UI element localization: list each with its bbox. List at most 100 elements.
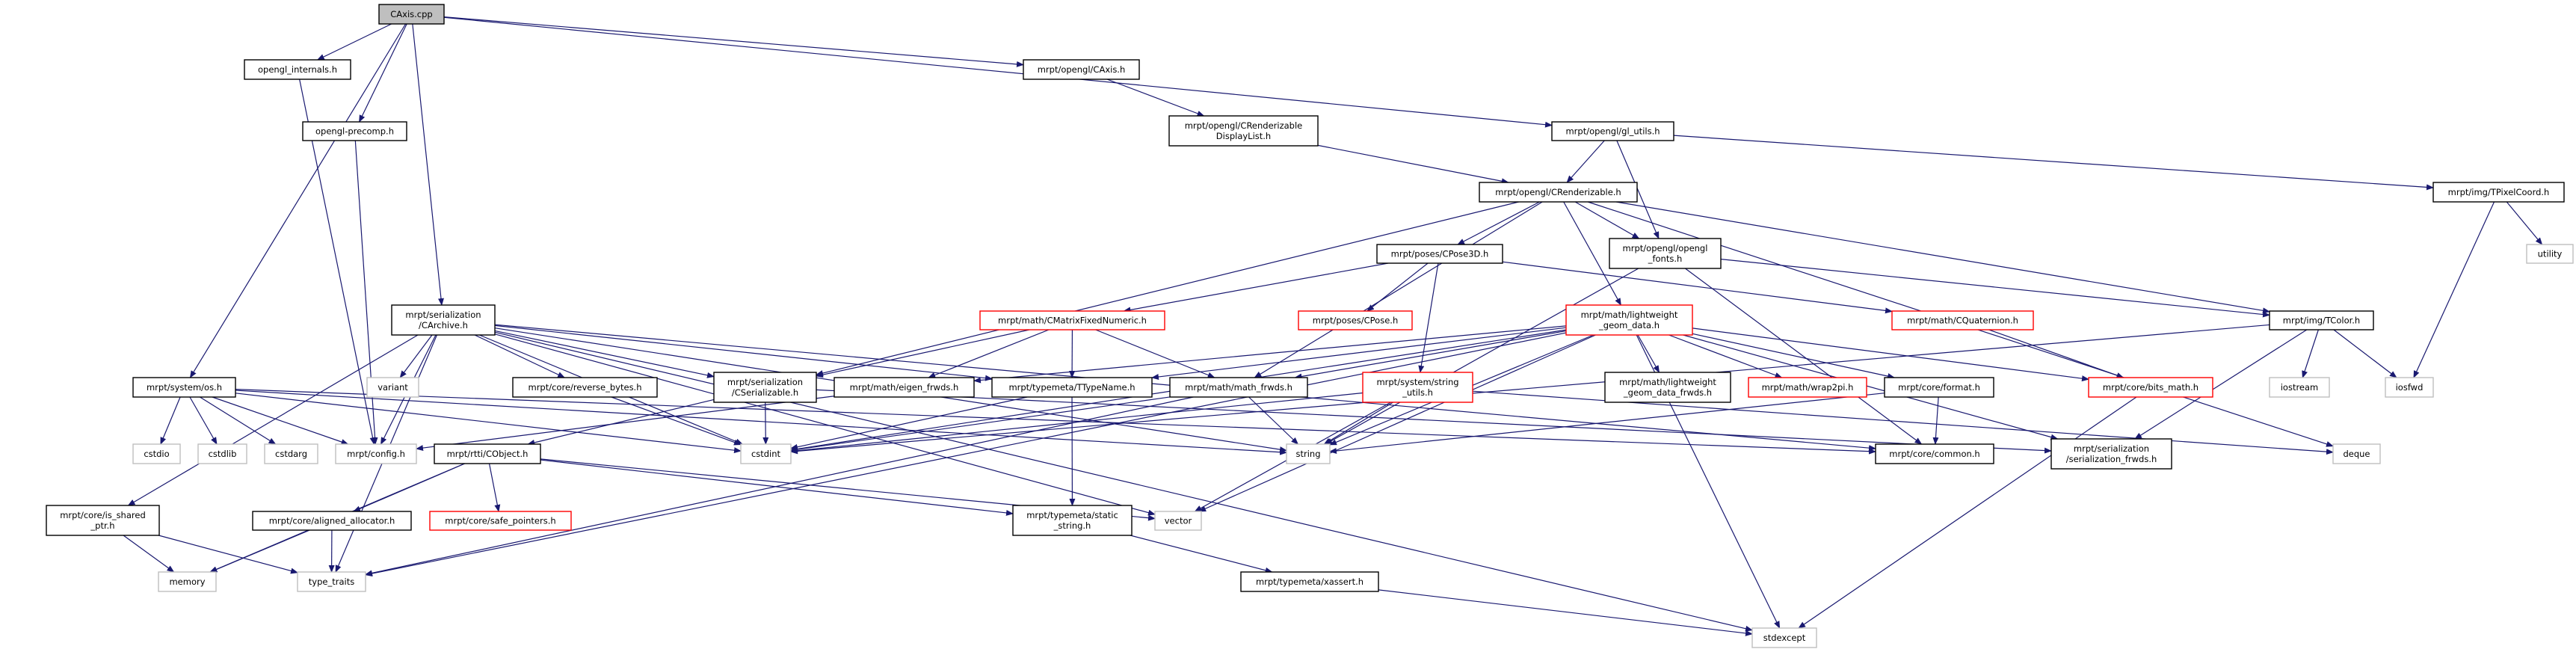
edge-lwgeom-to-eigen_frwds (973, 325, 1567, 384)
node-math_frwds[interactable]: mrpt/math/math_frwds.h (1169, 377, 1308, 398)
edge-format-to-common (1932, 396, 1939, 445)
node-box (1362, 372, 1473, 403)
node-box (1023, 59, 1140, 80)
node-box (2526, 244, 2574, 264)
node-box (2050, 438, 2172, 470)
node-tcolor[interactable]: mrpt/img/TColor.h (2269, 310, 2374, 330)
edge-bits_math-to-stdexcept (1798, 396, 2137, 629)
edge-system_os-to-string (235, 390, 1287, 455)
node-opengl_internals[interactable]: opengl_internals.h (244, 59, 351, 80)
edge-crenderizable-to-cserializable (816, 201, 1519, 376)
node-label: mrpt/typemeta/static (1026, 510, 1118, 520)
node-cpose3d[interactable]: mrpt/poses/CPose3D.h (1376, 244, 1503, 264)
edge-cmatrixfixed-to-math_frwds (1095, 329, 1215, 378)
node-cobject[interactable]: mrpt/rtti/CObject.h (434, 443, 541, 464)
node-static_string[interactable]: mrpt/typemeta/static_string.h (1012, 505, 1133, 536)
node-label: mrpt/core/safe_pointers.h (445, 516, 555, 526)
node-caxis_cpp[interactable]: CAxis.cpp (378, 4, 445, 25)
edge-tcolor-to-iosfwd (2333, 329, 2397, 378)
node-label: /CSerializable.h (732, 387, 798, 398)
edge-carchive-to-variant (399, 334, 433, 378)
edge-caxis_cpp-to-carchive (412, 23, 444, 306)
node-cpose[interactable]: mrpt/poses/CPose.h (1298, 310, 1413, 330)
node-bits_math[interactable]: mrpt/core/bits_math.h (2088, 377, 2213, 398)
edge-system_os-to-cstdio (160, 396, 181, 445)
node-label: CAxis.cpp (390, 9, 432, 19)
node-cserializable[interactable]: mrpt/serialization/CSerializable.h (713, 372, 817, 403)
node-reverse_bytes[interactable]: mrpt/core/reverse_bytes.h (512, 377, 658, 398)
node-label: mrpt/opengl/gl_utils.h (1565, 126, 1660, 137)
node-label: mrpt/opengl/opengl (1623, 243, 1708, 253)
node-box (1884, 377, 1994, 398)
node-box (1376, 244, 1503, 264)
node-label: mrpt/math/lightweight (1619, 377, 1716, 387)
node-label: mrpt/system/os.h (147, 382, 222, 393)
edge-carchive-to-is_shared_ptr (127, 334, 419, 506)
node-box (366, 377, 419, 398)
edge-caxis_cpp-to-gl_utils (443, 16, 1553, 128)
node-label: opengl-precomp.h (315, 126, 394, 137)
node-cstdint: cstdint (740, 443, 792, 464)
edge-cpose3d-to-string_utils (1418, 262, 1439, 373)
node-string_utils[interactable]: mrpt/system/string_utils.h (1362, 372, 1473, 403)
node-box (1240, 571, 1379, 592)
node-box (2269, 377, 2330, 398)
edge-carchive-to-vector (494, 333, 1156, 516)
edge-reverse_bytes-to-cstdint (611, 396, 742, 446)
node-is_shared_ptr[interactable]: mrpt/core/is_shared_ptr.h (46, 505, 160, 536)
node-iostream: iostream (2269, 377, 2330, 398)
node-lwgeom_frwds[interactable]: mrpt/math/lightweight_geom_data_frwds.h (1604, 372, 1731, 403)
node-eigen_frwds[interactable]: mrpt/math/eigen_frwds.h (833, 377, 975, 398)
edge-cpose3d-to-cmatrixfixed (1123, 262, 1389, 313)
node-caxis_h[interactable]: mrpt/opengl/CAxis.h (1023, 59, 1140, 80)
node-label: mrpt/core/bits_math.h (2103, 382, 2198, 393)
edge-lwgeom-to-wrap2pi (1668, 334, 1783, 378)
edge-is_shared_ptr-to-memory (123, 535, 175, 573)
node-box (1604, 372, 1731, 403)
node-box (1748, 377, 1867, 398)
node-ttypename[interactable]: mrpt/typemeta/TTypeName.h (991, 377, 1153, 398)
node-format[interactable]: mrpt/core/format.h (1884, 377, 1994, 398)
node-opengl_precomp[interactable]: opengl-precomp.h (302, 121, 407, 141)
edge-opengl_fonts-to-string (1325, 268, 1639, 445)
edge-cobject-to-aligned_alloc (353, 463, 466, 512)
node-box (1565, 304, 1693, 336)
node-carchive[interactable]: mrpt/serialization/CArchive.h (391, 304, 496, 336)
node-label: mrpt/poses/CPose.h (1313, 316, 1398, 326)
node-common[interactable]: mrpt/core/common.h (1875, 443, 1994, 464)
node-label: mrpt/opengl/CRenderizable (1185, 120, 1303, 131)
edge-string_utils-to-string (1323, 402, 1393, 445)
node-safe_pointers[interactable]: mrpt/core/safe_pointers.h (429, 511, 572, 531)
node-ser_frwds[interactable]: mrpt/serialization/serialization_frwds.h (2050, 438, 2172, 470)
node-xassert[interactable]: mrpt/typemeta/xassert.h (1240, 571, 1379, 592)
node-system_os[interactable]: mrpt/system/os.h (132, 377, 236, 398)
edge-cserializable-to-ser_frwds (816, 389, 2052, 454)
node-box (713, 372, 817, 403)
node-box (1154, 511, 1202, 531)
node-label: mrpt/core/is_shared (60, 510, 146, 520)
node-box (2088, 377, 2213, 398)
node-cquaternion[interactable]: mrpt/math/CQuaternion.h (1891, 310, 2034, 330)
node-gl_utils[interactable]: mrpt/opengl/gl_utils.h (1551, 121, 1674, 141)
node-box (1479, 182, 1638, 203)
node-label: mrpt/core/reverse_bytes.h (529, 382, 642, 393)
node-label: _utils.h (1402, 387, 1433, 398)
node-label: cstdio (144, 449, 169, 459)
edge-format-to-string (1329, 393, 1885, 454)
node-cmatrixfixed[interactable]: mrpt/math/CMatrixFixedNumeric.h (979, 310, 1165, 330)
edge-ttypename-to-cstdint (790, 396, 1028, 450)
node-wrap2pi[interactable]: mrpt/math/wrap2pi.h (1748, 377, 1867, 398)
node-label: mrpt/poses/CPose3D.h (1391, 249, 1489, 259)
edge-lwgeom-to-ttypename (1151, 327, 1567, 380)
node-opengl_fonts[interactable]: mrpt/opengl/opengl_fonts.h (1609, 238, 1722, 269)
node-tpixelcoord[interactable]: mrpt/img/TPixelCoord.h (2432, 182, 2565, 203)
node-label: vector (1165, 516, 1192, 526)
node-crenderizable[interactable]: mrpt/opengl/CRenderizable.h (1479, 182, 1638, 203)
node-aligned_alloc[interactable]: mrpt/core/aligned_allocator.h (252, 511, 412, 531)
node-lwgeom[interactable]: mrpt/math/lightweight_geom_data.h (1565, 304, 1693, 336)
node-label: mrpt/rtti/CObject.h (447, 449, 529, 459)
edge-eigen_frwds-to-config (416, 396, 835, 452)
node-label: mrpt/serialization (727, 377, 803, 387)
node-label: mrpt/opengl/CAxis.h (1038, 64, 1126, 75)
